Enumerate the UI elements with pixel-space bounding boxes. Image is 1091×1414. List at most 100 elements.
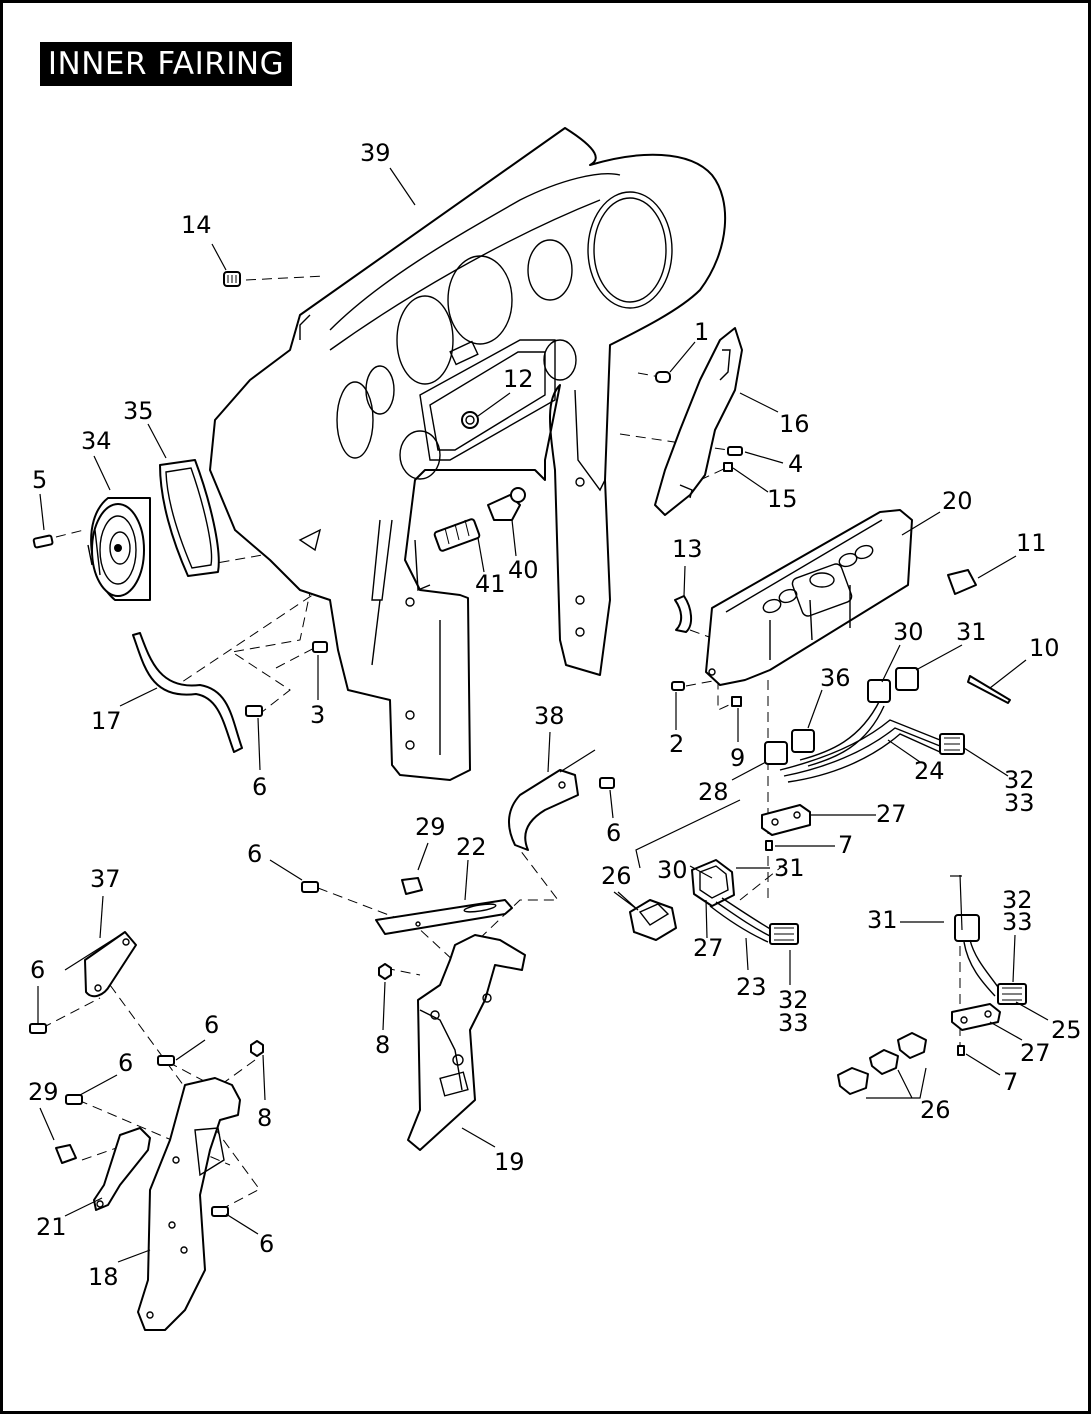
- callout-32: 32: [778, 986, 809, 1014]
- callout-7: 7: [1003, 1068, 1018, 1096]
- callout-17: 17: [91, 707, 122, 735]
- callout-27: 27: [1020, 1039, 1051, 1067]
- callout-9: 9: [730, 744, 745, 772]
- callout-35: 35: [123, 397, 154, 425]
- part-5-screw: [32, 534, 54, 549]
- callout-23: 23: [736, 973, 767, 1001]
- callout-33: 33: [778, 1009, 809, 1037]
- callout-4: 4: [788, 450, 803, 478]
- callout-15: 15: [767, 485, 798, 513]
- part-24-switch-harness: [764, 667, 965, 783]
- page-title: INNER FAIRING: [40, 42, 292, 86]
- part-34-speaker: [87, 497, 151, 601]
- part-6-screw-c: [301, 881, 319, 893]
- callout-3: 3: [310, 701, 325, 729]
- callout-18: 18: [88, 1263, 119, 1291]
- part-9-nut: [731, 696, 742, 707]
- callout-24: 24: [914, 757, 945, 785]
- part-18-bracket: [137, 1077, 241, 1331]
- part-11-clip: [947, 569, 977, 595]
- callout-39: 39: [360, 139, 391, 167]
- callout-14: 14: [181, 211, 212, 239]
- callout-6: 6: [606, 819, 621, 847]
- part-23-switch-harness: [691, 859, 799, 945]
- callout-29: 29: [415, 813, 446, 841]
- part-21-bracket: [93, 1127, 151, 1211]
- callout-6: 6: [30, 956, 45, 984]
- part-4-screw: [727, 446, 743, 456]
- part-39-inner-fairing: [209, 127, 727, 781]
- callout-11: 11: [1016, 529, 1047, 557]
- part-1-plug: [655, 371, 671, 383]
- callout-8: 8: [375, 1031, 390, 1059]
- callout-7: 7: [838, 831, 853, 859]
- callout-32: 32: [1004, 766, 1035, 794]
- callout-33: 33: [1004, 789, 1035, 817]
- part-3-screw: [312, 641, 328, 653]
- callout-29: 29: [28, 1078, 59, 1106]
- callout-22: 22: [456, 833, 487, 861]
- callout-31: 31: [867, 906, 898, 934]
- part-27-bracket: [761, 804, 811, 836]
- callout-41: 41: [475, 570, 506, 598]
- callout-26: 26: [601, 862, 632, 890]
- part-15-nut: [723, 462, 733, 472]
- part-41-bulb-socket: [433, 518, 481, 552]
- callout-25: 25: [1051, 1016, 1082, 1044]
- callout-27: 27: [693, 934, 724, 962]
- part-17-seal-strip: [132, 632, 243, 753]
- callout-13: 13: [672, 535, 703, 563]
- callout-37: 37: [90, 865, 121, 893]
- part-6-screw-d: [29, 1023, 47, 1034]
- callout-28: 28: [698, 778, 729, 806]
- callout-31: 31: [956, 618, 987, 646]
- callout-6: 6: [247, 840, 262, 868]
- callout-26: 26: [920, 1096, 951, 1124]
- callout-36: 36: [820, 664, 851, 692]
- callout-27: 27: [876, 800, 907, 828]
- part-14-clip: [223, 271, 241, 287]
- part-29-clip: [55, 1144, 77, 1164]
- callout-19: 19: [494, 1148, 525, 1176]
- part-8-nut: [378, 963, 392, 980]
- callout-1: 1: [694, 318, 709, 346]
- part-6-screw-g: [211, 1206, 229, 1217]
- part-7-screw: [765, 840, 773, 851]
- part-12-grommet: [461, 411, 479, 429]
- callout-33: 33: [1002, 908, 1033, 936]
- callout-6: 6: [259, 1230, 274, 1258]
- callout-20: 20: [942, 487, 973, 515]
- part-20-switch-console: [705, 509, 913, 686]
- callout-38: 38: [534, 702, 565, 730]
- callout-5: 5: [32, 466, 47, 494]
- part-19-bracket: [407, 934, 526, 1151]
- callout-31: 31: [774, 854, 805, 882]
- part-26-switch-caps: [629, 899, 927, 1095]
- part-25-switch-harness: [951, 914, 1027, 1056]
- callout-34: 34: [81, 427, 112, 455]
- part-6-screw-f: [65, 1094, 83, 1105]
- callout-30: 30: [893, 618, 924, 646]
- part-40-socket: [487, 487, 526, 521]
- callout-30: 30: [657, 856, 688, 884]
- part-10-cable-tie: [967, 675, 1011, 704]
- callout-21: 21: [36, 1213, 67, 1241]
- callout-16: 16: [779, 410, 810, 438]
- part-6-screw-b: [599, 777, 615, 789]
- callout-32: 32: [1002, 886, 1033, 914]
- callout-12: 12: [503, 365, 534, 393]
- part-8-nut-b: [250, 1040, 264, 1057]
- leader-lines: [37, 167, 1049, 1263]
- part-35-gasket: [159, 459, 220, 577]
- callout-8: 8: [257, 1104, 272, 1132]
- part-6-screw-e: [157, 1055, 175, 1066]
- callout-10: 10: [1029, 634, 1060, 662]
- part-38-bracket: [508, 749, 596, 851]
- callout-6: 6: [118, 1049, 133, 1077]
- part-13-clip: [674, 595, 692, 633]
- callout-2: 2: [669, 730, 684, 758]
- part-22-bracket: [375, 877, 513, 935]
- part-16-trim-panel: [654, 327, 743, 516]
- callout-6: 6: [204, 1011, 219, 1039]
